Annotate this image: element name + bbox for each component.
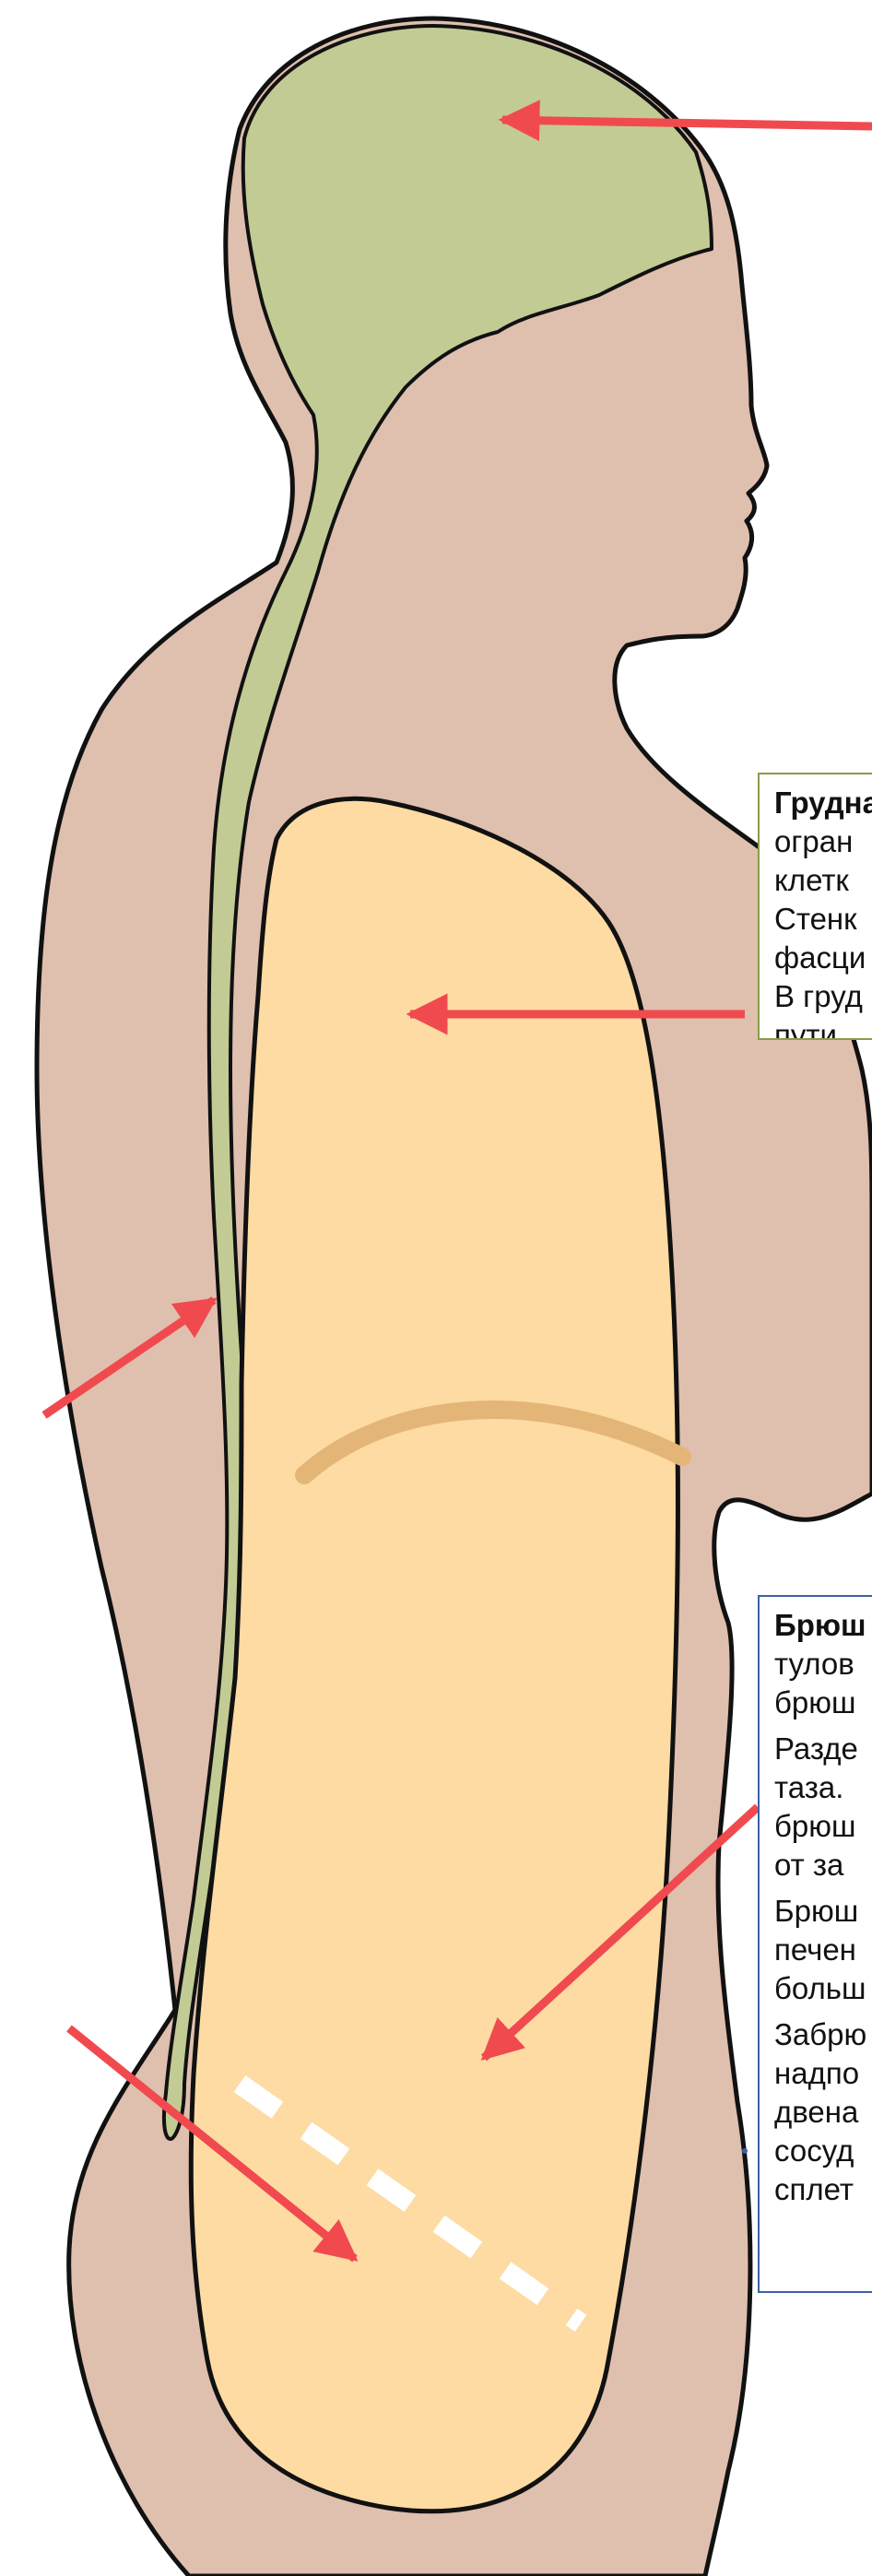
abdominal-line: тулов [774, 1645, 872, 1684]
abdominal-paragraph-2: Разде таза. брюш от за [774, 1730, 872, 1885]
thoracic-line: пути, [774, 1016, 872, 1040]
thoracic-line: фасци [774, 939, 872, 977]
abdominal-line: брюш [774, 1684, 872, 1722]
abdominal-line: Забрю [774, 2015, 872, 2054]
abdominal-line: больш [774, 1969, 872, 2008]
abdominal-line: брюш [774, 1807, 872, 1846]
abdominal-line: от за [774, 1846, 872, 1885]
ventral-cavity [191, 798, 678, 2511]
abdominal-title: Брюш [774, 1606, 872, 1645]
thoracic-line: В груд [774, 977, 872, 1016]
thoracic-line: клетк [774, 861, 872, 900]
thoracic-line: Стенк [774, 900, 872, 939]
abdominal-paragraph-1: Брюш тулов брюш [774, 1606, 872, 1722]
abdominal-line: Разде [774, 1730, 872, 1768]
abdominal-line: печен [774, 1931, 872, 1969]
abdominal-line: сосуд [774, 2132, 872, 2170]
abdominal-line: двена [774, 2093, 872, 2132]
abdominal-line: надпо [774, 2054, 872, 2093]
thoracic-title: Грудная [774, 784, 872, 822]
thoracic-line: огран [774, 822, 872, 861]
stray-dot [742, 2148, 748, 2154]
abdominal-cavity-callout: Брюш тулов брюш Разде таза. брюш от за Б… [758, 1595, 872, 2293]
thoracic-cavity-callout: Грудная огран клетк Стенк фасци В груд п… [758, 773, 872, 1040]
abdominal-line: сплет [774, 2170, 872, 2209]
abdominal-line: таза. [774, 1768, 872, 1807]
abdominal-paragraph-4: Забрю надпо двена сосуд сплет [774, 2015, 872, 2209]
abdominal-paragraph-3: Брюш печен больш [774, 1892, 872, 2008]
abdominal-line: Брюш [774, 1892, 872, 1931]
